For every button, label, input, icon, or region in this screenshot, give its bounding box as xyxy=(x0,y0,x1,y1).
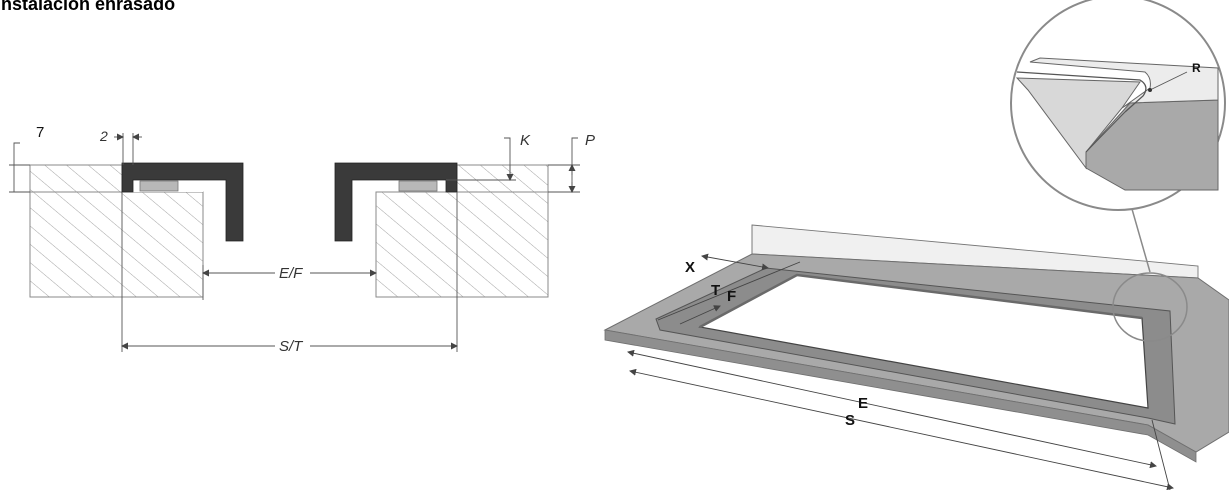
ef-label: E/F xyxy=(279,265,303,282)
note-number: 7 xyxy=(36,124,44,141)
k-dimension xyxy=(446,137,516,181)
ef-dimension xyxy=(202,265,377,300)
s-label: S xyxy=(845,412,855,429)
right-countertop-section xyxy=(375,164,549,298)
f-label: F xyxy=(727,288,736,305)
left-height-mark xyxy=(9,142,30,193)
p-dimension xyxy=(548,137,580,193)
detail-callout-marker xyxy=(1112,272,1188,342)
tf-dimension xyxy=(657,261,801,325)
page-title: Instalación enrasado xyxy=(0,0,176,14)
left-sink-profile xyxy=(121,162,244,242)
e-label: E xyxy=(858,395,868,412)
st-label: S/T xyxy=(279,338,304,355)
p-label: P xyxy=(585,132,595,149)
t-label: T xyxy=(711,282,720,299)
k-label: K xyxy=(520,132,531,149)
perspective-view: X T F E S xyxy=(603,0,1229,490)
x-dimension xyxy=(701,253,769,271)
corner-detail xyxy=(1010,0,1226,211)
s-dimension xyxy=(629,368,1174,490)
left-seal xyxy=(139,180,179,192)
gap-dimension xyxy=(114,133,142,165)
st-dimension xyxy=(121,192,458,352)
x-label: X xyxy=(685,259,695,276)
right-seal xyxy=(398,180,438,192)
r-label: R xyxy=(1192,61,1201,75)
section-view: 7 2 K P xyxy=(9,124,595,355)
gap-label: 2 xyxy=(99,128,108,144)
